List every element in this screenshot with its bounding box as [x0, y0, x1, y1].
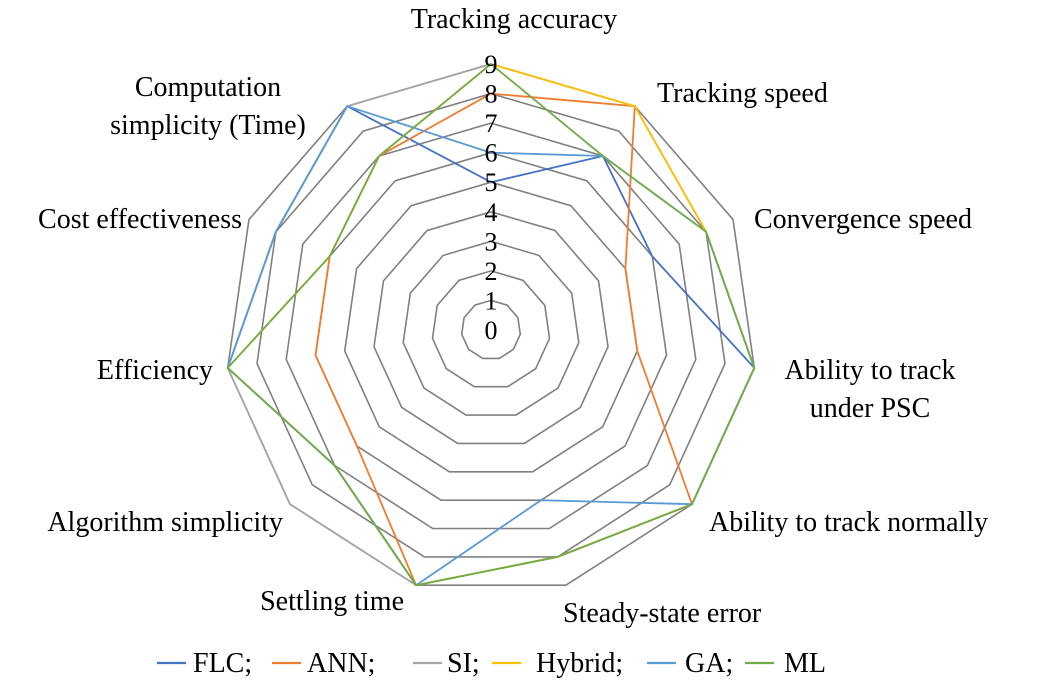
grid-ring-7 [285, 122, 697, 530]
radar-series [226, 62, 756, 587]
tick-label-0: 0 [485, 316, 498, 345]
grid-ring-9 [226, 63, 756, 587]
legend-label-hybrid: Hybrid; [536, 648, 623, 679]
grid-ring-1 [460, 299, 522, 360]
axis-label-9: Efficiency [97, 355, 213, 386]
axis-label-1: Tracking accuracy [411, 4, 618, 35]
legend-label-ga: GA; [685, 648, 733, 679]
grid-ring-4 [373, 210, 609, 445]
axis-label-2: Tracking speed [657, 78, 828, 109]
grid-ring-5 [343, 181, 639, 473]
series-line-ann [314, 92, 694, 587]
legend-label-flc: FLC; [193, 648, 252, 679]
axis-label-7: Settling time [260, 586, 404, 617]
axis-label-10: Cost effectiveness [38, 204, 242, 235]
tick-label-2: 2 [485, 257, 498, 286]
grid-ring-8 [256, 92, 726, 558]
tick-label-9: 9 [485, 50, 498, 79]
grid-ring-3 [402, 240, 580, 416]
axis-label-3: Convergence speed [754, 204, 972, 235]
grid-ring-2 [431, 270, 551, 388]
tick-label-3: 3 [485, 227, 498, 256]
axis-label-8: Algorithm simplicity [47, 507, 283, 538]
legend-label-ml: ML [784, 648, 826, 679]
chart-legend: FLC; ANN; SI; Hybrid; GA; ML [157, 648, 826, 679]
tick-label-5: 5 [485, 168, 498, 197]
tick-label-6: 6 [485, 139, 498, 168]
axis-label-5: Ability to track normally [709, 507, 988, 538]
grid-ring-6 [314, 151, 668, 502]
legend-label-ann: ANN; [307, 648, 375, 679]
legend-label-si: SI; [447, 648, 480, 679]
tick-label-7: 7 [485, 109, 498, 138]
axis-label-6: Steady-state error [563, 598, 762, 629]
tick-label-1: 1 [485, 286, 498, 315]
tick-label-4: 4 [485, 198, 498, 227]
tick-label-8: 8 [485, 80, 498, 109]
radar-grid [226, 63, 756, 587]
series-line-ml [226, 62, 756, 587]
